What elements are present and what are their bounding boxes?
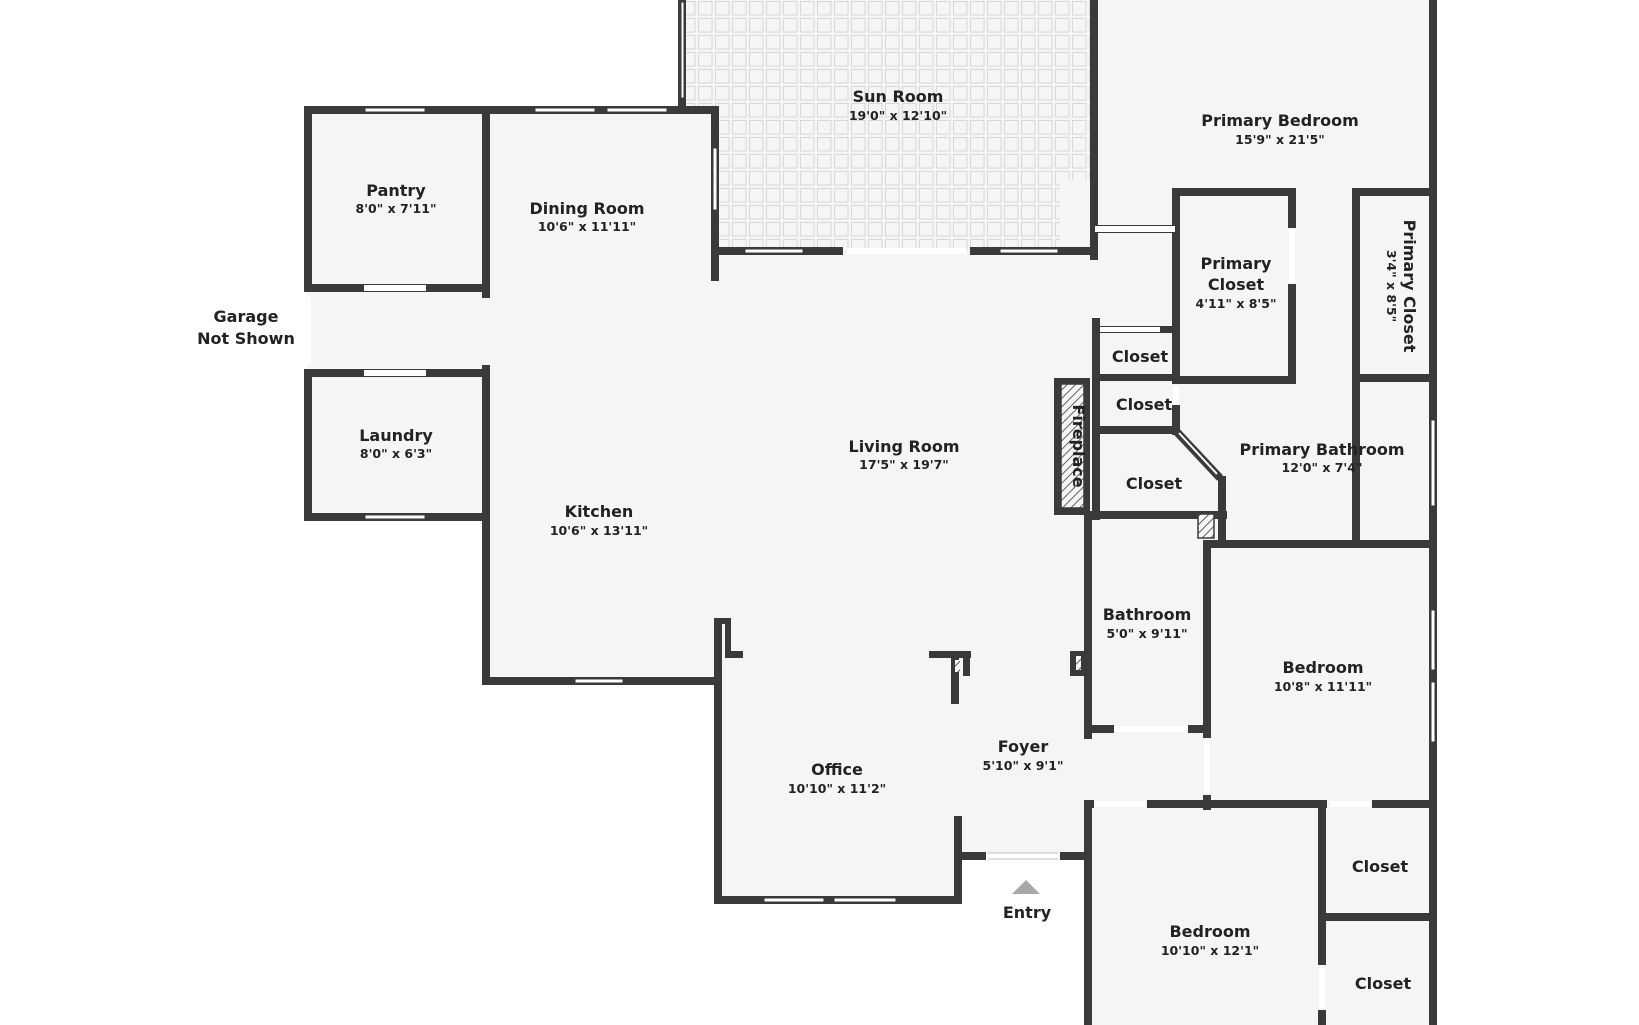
kitchen-name: Kitchen xyxy=(565,502,634,521)
main-floor xyxy=(487,250,1107,682)
primary-closet-1-name-line1: Primary xyxy=(1201,254,1272,273)
fireplace-label: Fireplace xyxy=(1069,404,1088,487)
pantry-dims: 8'0" x 7'11" xyxy=(356,201,437,216)
primary-closet-2-name: Primary Closet xyxy=(1400,220,1419,353)
garage-label-line2: Not Shown xyxy=(197,329,295,348)
angled-wall-inner xyxy=(1178,432,1218,475)
kitchen-dims: 10'6" x 13'11" xyxy=(550,523,648,538)
room-labels: Sun Room 19'0" x 12'10" Primary Bedroom … xyxy=(197,87,1419,993)
windows xyxy=(364,1,1436,903)
office-floor xyxy=(717,640,959,902)
foyer-name: Foyer xyxy=(998,737,1049,756)
entry-label: Entry xyxy=(1003,903,1052,922)
sun-room-floor xyxy=(682,0,1090,252)
pantry-floor xyxy=(307,112,487,288)
living-room-dims: 17'5" x 19'7" xyxy=(859,457,949,472)
primary-bedroom-name: Primary Bedroom xyxy=(1201,111,1359,130)
garage-label-line1: Garage xyxy=(214,307,279,326)
primary-bedroom-dims: 15'9" x 21'5" xyxy=(1235,132,1325,147)
door-openings xyxy=(305,226,1370,1008)
bedroom-1-name: Bedroom xyxy=(1282,658,1363,677)
bathroom-floor xyxy=(1090,515,1210,735)
entry-arrow-icon xyxy=(1012,880,1040,894)
office-name: Office xyxy=(811,760,863,779)
column-hatch xyxy=(1197,513,1215,539)
primary-bathroom-dims: 12'0" x 7'4" xyxy=(1282,460,1363,475)
laundry-floor xyxy=(307,374,487,516)
bathroom-name: Bathroom xyxy=(1103,605,1192,624)
bedroom2-floor xyxy=(1090,805,1330,1025)
sun-room-name: Sun Room xyxy=(853,87,944,106)
sun-room-dims: 19'0" x 12'10" xyxy=(849,108,947,123)
primary-bathroom-name: Primary Bathroom xyxy=(1239,440,1404,459)
dining-room-name: Dining Room xyxy=(529,199,644,218)
bedroom-1-dims: 10'8" x 11'11" xyxy=(1274,679,1372,694)
floors xyxy=(307,0,1437,1025)
bedroom-2-dims: 10'10" x 12'1" xyxy=(1161,943,1259,958)
primary-closet-1-dims: 4'11" x 8'5" xyxy=(1196,296,1277,311)
garage-hall-floor xyxy=(307,288,487,374)
living-room-name: Living Room xyxy=(849,437,960,456)
foyer-dims: 5'10" x 9'1" xyxy=(983,758,1064,773)
door-opening-lines xyxy=(988,852,1058,860)
pantry-name: Pantry xyxy=(366,181,426,200)
dining-room-dims: 10'6" x 11'11" xyxy=(538,219,636,234)
closet-label-1: Closet xyxy=(1112,347,1169,366)
closet-label-5: Closet xyxy=(1355,974,1412,993)
bedroom-2-name: Bedroom xyxy=(1169,922,1250,941)
fireplace-hatch xyxy=(1060,383,1085,509)
laundry-name: Laundry xyxy=(359,426,433,445)
bedroom1-floor xyxy=(1206,545,1437,805)
closet-label-2: Closet xyxy=(1116,395,1173,414)
bath-pillar-hatch xyxy=(1076,656,1081,670)
pillar-hatch xyxy=(955,660,960,672)
primary-closet-1-name-line2: Closet xyxy=(1208,275,1265,294)
primary-closet-2-dims: 3'4" x 8'5" xyxy=(1384,250,1399,322)
laundry-dims: 8'0" x 6'3" xyxy=(360,446,432,461)
bathroom-dims: 5'0" x 9'11" xyxy=(1107,626,1188,641)
closet-label-3: Closet xyxy=(1126,474,1183,493)
closet-label-4: Closet xyxy=(1352,857,1409,876)
office-dims: 10'10" x 11'2" xyxy=(788,781,886,796)
